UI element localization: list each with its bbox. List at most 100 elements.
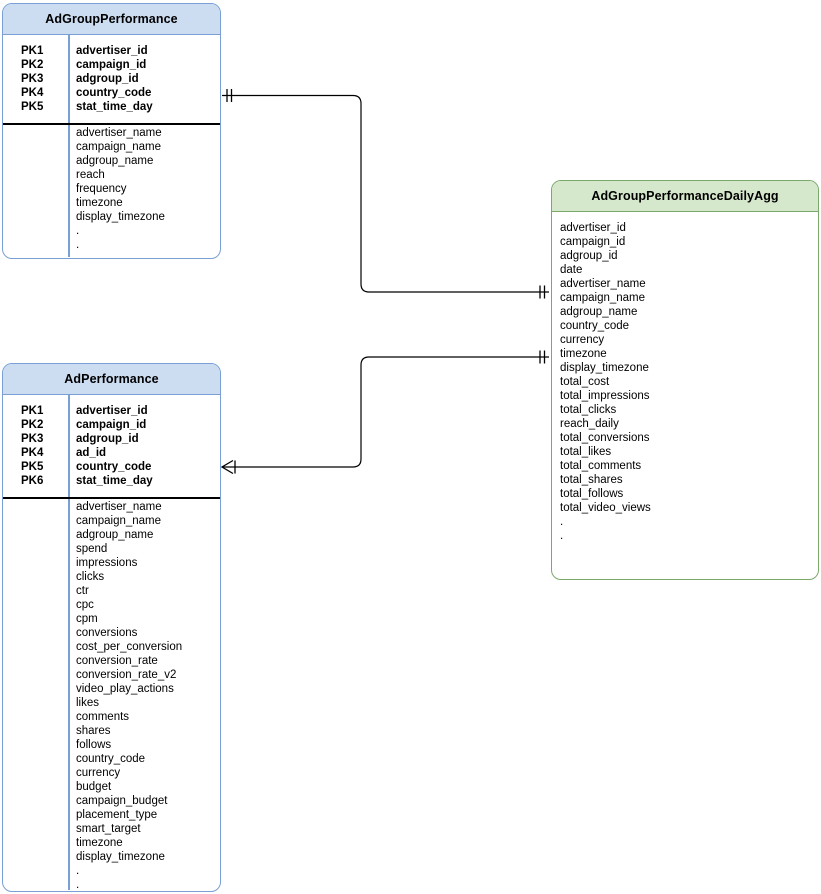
attribute: currency (76, 767, 121, 779)
attribute: display_timezone (560, 362, 649, 374)
attribute: reach (76, 169, 105, 181)
attribute: comments (76, 711, 130, 723)
pk-label: PK2 (21, 419, 44, 431)
attribute: total_impressions (560, 390, 650, 402)
attribute: . (76, 239, 80, 251)
attribute: campaign_name (76, 141, 162, 153)
attribute: follows (76, 739, 112, 751)
attribute: date (560, 264, 583, 276)
attribute: advertiser_id (560, 222, 626, 234)
column-divider (68, 35, 70, 257)
entity-body-adgroup-performance: PK1 PK2 PK3 PK4 PK5 advertiser_id campai… (3, 35, 220, 257)
entity-title-ad-performance: AdPerformance (3, 364, 220, 395)
key-label-column: PK1 PK2 PK3 PK4 PK5 PK6 (3, 395, 68, 488)
entity-adgroup-performance[interactable]: AdGroupPerformance PK1 PK2 PK3 PK4 PK5 a… (2, 3, 221, 259)
column-divider (68, 395, 70, 890)
key-field: campaign_id (76, 419, 147, 431)
attribute: currency (560, 334, 605, 346)
attribute: timezone (76, 837, 123, 849)
key-field: advertiser_id (76, 45, 148, 57)
attribute: reach_daily (560, 418, 619, 430)
pk-label: PK4 (21, 447, 44, 459)
key-field: campaign_id (76, 59, 147, 71)
attribute: campaign_id (560, 236, 626, 248)
key-label-column: PK1 PK2 PK3 PK4 PK5 (3, 35, 68, 114)
attribute: . (76, 865, 80, 877)
entity-adgroup-performance-daily-agg[interactable]: AdGroupPerformanceDailyAgg advertiser_id… (551, 180, 819, 580)
attribute: display_timezone (76, 211, 165, 223)
attribute: placement_type (76, 809, 158, 821)
attribute: video_play_actions (76, 683, 174, 695)
attribute: adgroup_id (560, 250, 618, 262)
entity-ad-performance[interactable]: AdPerformance PK1 PK2 PK3 PK4 PK5 PK6 ad… (2, 363, 221, 892)
attribute: display_timezone (76, 851, 165, 863)
attribute: total_follows (560, 488, 624, 500)
attribute: ctr (76, 585, 89, 597)
attribute: total_clicks (560, 404, 617, 416)
key-field: country_code (76, 461, 152, 473)
attribute: timezone (76, 197, 123, 209)
attribute: frequency (76, 183, 127, 195)
attribute: total_conversions (560, 432, 650, 444)
attribute: advertiser_name (560, 278, 646, 290)
attribute: campaign_name (560, 292, 646, 304)
attribute: cost_per_conversion (76, 641, 183, 653)
attribute: total_video_views (560, 502, 651, 514)
pk-label: PK1 (21, 405, 44, 417)
attribute: campaign_budget (76, 795, 168, 807)
key-field: stat_time_day (76, 101, 153, 113)
attribute: smart_target (76, 823, 141, 835)
pk-label: PK1 (21, 45, 44, 57)
field-column: advertiser_id campaign_id adgroup_id cou… (68, 35, 220, 252)
key-field: adgroup_id (76, 73, 139, 85)
key-field: adgroup_id (76, 433, 139, 445)
attribute: . (76, 879, 80, 891)
attribute: . (560, 530, 564, 542)
attribute: shares (76, 725, 111, 737)
key-section-divider (3, 497, 220, 499)
pk-label: PK2 (21, 59, 44, 71)
attribute: conversion_rate (76, 655, 158, 667)
attribute: adgroup_name (76, 529, 154, 541)
attribute: clicks (76, 571, 105, 583)
attribute: impressions (76, 557, 138, 569)
attribute: conversion_rate_v2 (76, 669, 177, 681)
pk-label: PK5 (21, 461, 44, 473)
attribute: total_cost (560, 376, 610, 388)
attribute: . (560, 516, 564, 528)
attribute: budget (76, 781, 112, 793)
attribute: total_comments (560, 460, 642, 472)
attribute: total_shares (560, 474, 623, 486)
pk-label: PK6 (21, 475, 44, 487)
attribute: campaign_name (76, 515, 162, 527)
entity-body-adgroup-performance-daily-agg: advertiser_id campaign_id adgroup_id dat… (552, 212, 818, 543)
attribute: advertiser_name (76, 127, 162, 139)
entity-body-ad-performance: PK1 PK2 PK3 PK4 PK5 PK6 advertiser_id ca… (3, 395, 220, 891)
attribute: adgroup_name (560, 306, 638, 318)
entity-title-adgroup-performance: AdGroupPerformance (3, 4, 220, 35)
pk-label: PK3 (21, 433, 44, 445)
attribute: adgroup_name (76, 155, 154, 167)
attribute: advertiser_name (76, 501, 162, 513)
relationship-adgroup-to-agg (222, 89, 549, 299)
attribute: likes (76, 697, 100, 709)
pk-label: PK5 (21, 101, 44, 113)
pk-label: PK4 (21, 87, 44, 99)
attribute: cpc (76, 599, 94, 611)
attribute: spend (76, 543, 108, 555)
attribute: cpm (76, 613, 98, 625)
relationship-ad-to-agg (220, 350, 549, 475)
key-field: ad_id (76, 447, 107, 459)
field-column: advertiser_id campaign_id adgroup_id ad_… (68, 395, 220, 891)
attribute: total_likes (560, 446, 612, 458)
attribute: . (76, 225, 80, 237)
key-field: advertiser_id (76, 405, 148, 417)
key-field: stat_time_day (76, 475, 153, 487)
attribute: country_code (76, 753, 146, 765)
key-section-divider (3, 123, 220, 125)
key-field: country_code (76, 87, 152, 99)
attribute: conversions (76, 627, 138, 639)
pk-label: PK3 (21, 73, 44, 85)
attribute: country_code (560, 320, 630, 332)
